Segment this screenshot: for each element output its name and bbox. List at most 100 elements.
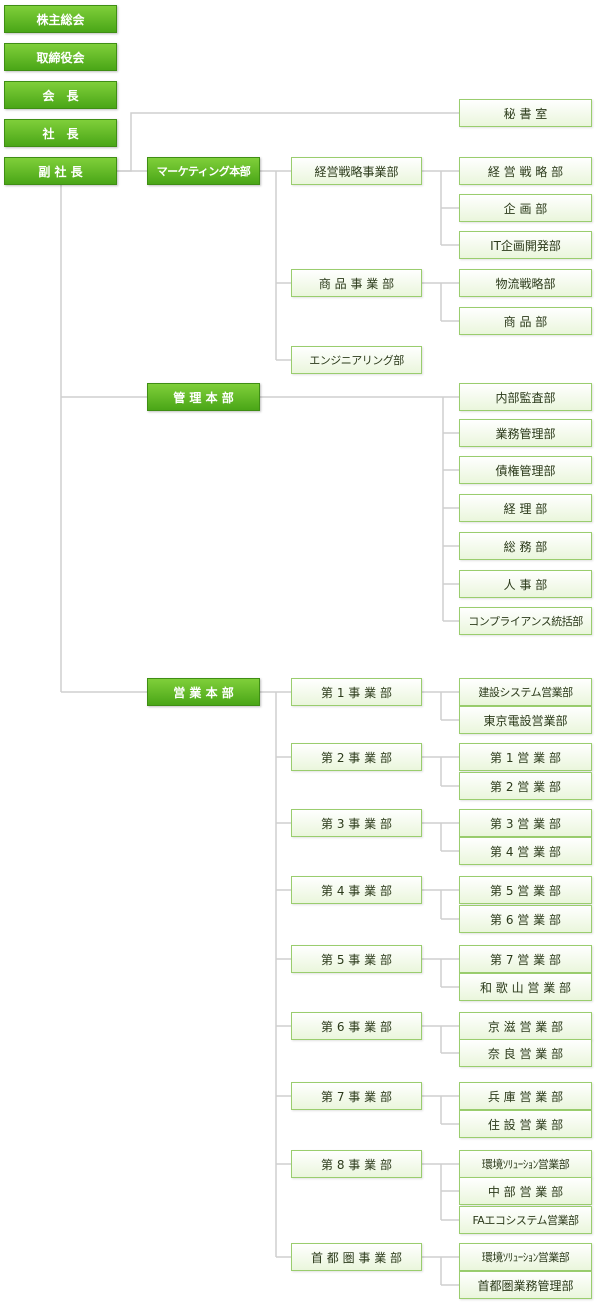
sales-hq-box: 営 業 本 部	[147, 678, 260, 706]
node-label: IT企画開発部	[490, 238, 561, 253]
node-label: 第 5 事 業 部	[321, 952, 392, 967]
node-label: 第 4 事 業 部	[321, 883, 392, 898]
node-label: 企 画 部	[503, 201, 548, 216]
division-box: 第 8 事 業 部	[291, 1150, 422, 1178]
department-box: 第 7 営 業 部	[459, 945, 592, 973]
department-box: 人 事 部	[459, 570, 592, 598]
node-label: 首 都 圏 事 業 部	[310, 1250, 403, 1265]
node-label: 第 4 営 業 部	[490, 844, 561, 859]
chairman-box: 会 長	[4, 81, 117, 109]
division-box: 第 4 事 業 部	[291, 876, 422, 904]
department-box: 住 設 営 業 部	[459, 1110, 592, 1138]
node-label: 副 社 長	[38, 164, 83, 179]
division-box: 第 2 事 業 部	[291, 743, 422, 771]
department-box: 内部監査部	[459, 383, 592, 411]
department-box: 物流戦略部	[459, 269, 592, 297]
node-label: 第 2 営 業 部	[490, 779, 561, 794]
department-box: 第 5 営 業 部	[459, 876, 592, 904]
node-label: 首都圏業務管理部	[477, 1278, 574, 1293]
department-box: 建設システム営業部	[459, 678, 592, 706]
department-box: 中 部 営 業 部	[459, 1177, 592, 1205]
node-label: 取締役会	[36, 50, 85, 65]
node-label: 商 品 事 業 部	[318, 276, 395, 291]
division-box: 第 6 事 業 部	[291, 1012, 422, 1040]
president-box: 社 長	[4, 119, 117, 147]
node-label: 経営戦略事業部	[314, 164, 399, 179]
node-label: 和 歌 山 営 業 部	[479, 980, 572, 995]
division-box: 第 5 事 業 部	[291, 945, 422, 973]
department-box: IT企画開発部	[459, 231, 592, 259]
department-box: コンプライアンス統括部	[459, 607, 592, 635]
node-label: 物流戦略部	[495, 276, 556, 291]
node-label: 第 3 営 業 部	[490, 816, 561, 831]
department-box: 環境ｿﾘｭｰｼｮﾝ営業部	[459, 1243, 592, 1271]
management-hq-box: 管 理 本 部	[147, 383, 260, 411]
division-box: 第 3 事 業 部	[291, 809, 422, 837]
node-label: マーケティング本部	[156, 165, 251, 178]
department-box: 環境ｿﾘｭｰｼｮﾝ営業部	[459, 1150, 592, 1178]
node-label: 環境ｿﾘｭｰｼｮﾝ営業部	[481, 1251, 570, 1264]
department-box: 経 理 部	[459, 494, 592, 522]
department-box: 企 画 部	[459, 194, 592, 222]
node-label: 第 2 事 業 部	[321, 750, 392, 765]
node-label: 建設システム営業部	[478, 686, 573, 699]
department-box: 奈 良 営 業 部	[459, 1039, 592, 1067]
department-box: 兵 庫 営 業 部	[459, 1082, 592, 1110]
vice-president-box: 副 社 長	[4, 157, 117, 185]
department-box: 第 6 営 業 部	[459, 905, 592, 933]
node-label: 第 1 営 業 部	[490, 750, 561, 765]
shareholders-meeting-box: 株主総会	[4, 5, 117, 33]
node-label: 第 7 営 業 部	[490, 952, 561, 967]
node-label: 社 長	[42, 126, 79, 141]
department-box: 業務管理部	[459, 419, 592, 447]
node-label: 第 7 事 業 部	[321, 1089, 392, 1104]
division-box: 首 都 圏 事 業 部	[291, 1243, 422, 1271]
department-box: 京 滋 営 業 部	[459, 1012, 592, 1040]
node-label: 第 6 事 業 部	[321, 1019, 392, 1034]
division-box: 商 品 事 業 部	[291, 269, 422, 297]
node-label: 経 営 戦 略 部	[487, 164, 564, 179]
node-label: 第 3 事 業 部	[321, 816, 392, 831]
node-label: 営 業 本 部	[173, 685, 234, 700]
node-label: コンプライアンス統括部	[468, 615, 583, 628]
department-box: 第 1 営 業 部	[459, 743, 592, 771]
department-box: 首都圏業務管理部	[459, 1271, 592, 1299]
node-label: 人 事 部	[503, 577, 548, 592]
node-label: 東京電設営業部	[483, 713, 568, 728]
node-label: 環境ｿﾘｭｰｼｮﾝ営業部	[481, 1158, 570, 1171]
node-label: 京 滋 営 業 部	[487, 1019, 564, 1034]
department-box: 第 3 営 業 部	[459, 809, 592, 837]
department-box: 商 品 部	[459, 307, 592, 335]
department-box: 和 歌 山 営 業 部	[459, 973, 592, 1001]
department-box: 第 4 営 業 部	[459, 837, 592, 865]
division-box: 第 1 事 業 部	[291, 678, 422, 706]
node-label: 秘 書 室	[503, 106, 548, 121]
node-label: 兵 庫 営 業 部	[487, 1089, 564, 1104]
division-box: 経営戦略事業部	[291, 157, 422, 185]
department-box: 債権管理部	[459, 456, 592, 484]
node-label: 中 部 営 業 部	[487, 1184, 564, 1199]
node-label: FAエコシステム営業部	[472, 1214, 579, 1227]
node-label: 業務管理部	[495, 426, 556, 441]
node-label: 商 品 部	[503, 314, 548, 329]
division-box: 第 7 事 業 部	[291, 1082, 422, 1110]
node-label: 債権管理部	[495, 463, 556, 478]
department-box: FAエコシステム営業部	[459, 1206, 592, 1234]
node-label: 第 5 営 業 部	[490, 883, 561, 898]
node-label: 第 6 営 業 部	[490, 912, 561, 927]
node-label: 奈 良 営 業 部	[487, 1046, 564, 1061]
node-label: 株主総会	[36, 12, 85, 27]
node-label: エンジニアリング部	[309, 354, 404, 367]
department-box: 東京電設営業部	[459, 706, 592, 734]
division-box: エンジニアリング部	[291, 346, 422, 374]
board-of-directors-box: 取締役会	[4, 43, 117, 71]
department-box: 経 営 戦 略 部	[459, 157, 592, 185]
node-label: 第 8 事 業 部	[321, 1157, 392, 1172]
node-label: 会 長	[42, 88, 79, 103]
node-label: 総 務 部	[503, 539, 548, 554]
secretary-office-box: 秘 書 室	[459, 99, 592, 127]
department-box: 第 2 営 業 部	[459, 772, 592, 800]
node-label: 管 理 本 部	[173, 390, 234, 405]
department-box: 総 務 部	[459, 532, 592, 560]
